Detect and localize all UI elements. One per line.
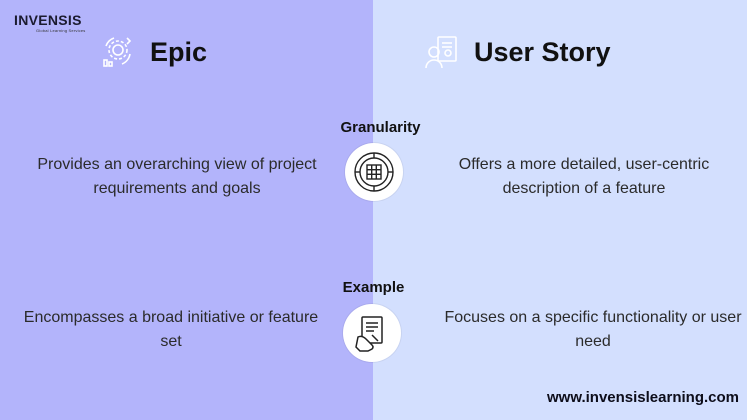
- user-story-header: User Story: [424, 34, 611, 70]
- example-epic-text: Encompasses a broad initiative or featur…: [23, 309, 319, 350]
- gear-cycle-icon: [103, 37, 132, 67]
- granularity-badge: [345, 143, 403, 201]
- logo: INVENSIS Global Learning Services: [14, 13, 86, 33]
- epic-header: Epic: [100, 34, 207, 70]
- user-story-title: User Story: [474, 36, 611, 67]
- footer-url[interactable]: www.invensislearning.com: [547, 389, 739, 406]
- logo-text: INVENSIS: [14, 12, 82, 28]
- example-badge: [343, 304, 401, 362]
- epic-panel: [0, 0, 373, 420]
- example-story-text: Focuses on a specific functionality or u…: [444, 309, 742, 350]
- grid-target-icon: [354, 152, 394, 192]
- user-story-panel: [373, 0, 747, 420]
- document-hand-icon: [355, 316, 383, 352]
- granularity-label: Granularity: [340, 119, 421, 136]
- granularity-story-text: Offers a more detailed, user-centric des…: [458, 156, 710, 197]
- logo-tagline: Global Learning Services: [36, 28, 86, 33]
- epic-title: Epic: [150, 36, 208, 67]
- user-document-icon: [425, 36, 457, 69]
- example-label: Example: [342, 279, 405, 296]
- granularity-epic-text: Provides an overarching view of project …: [37, 156, 317, 197]
